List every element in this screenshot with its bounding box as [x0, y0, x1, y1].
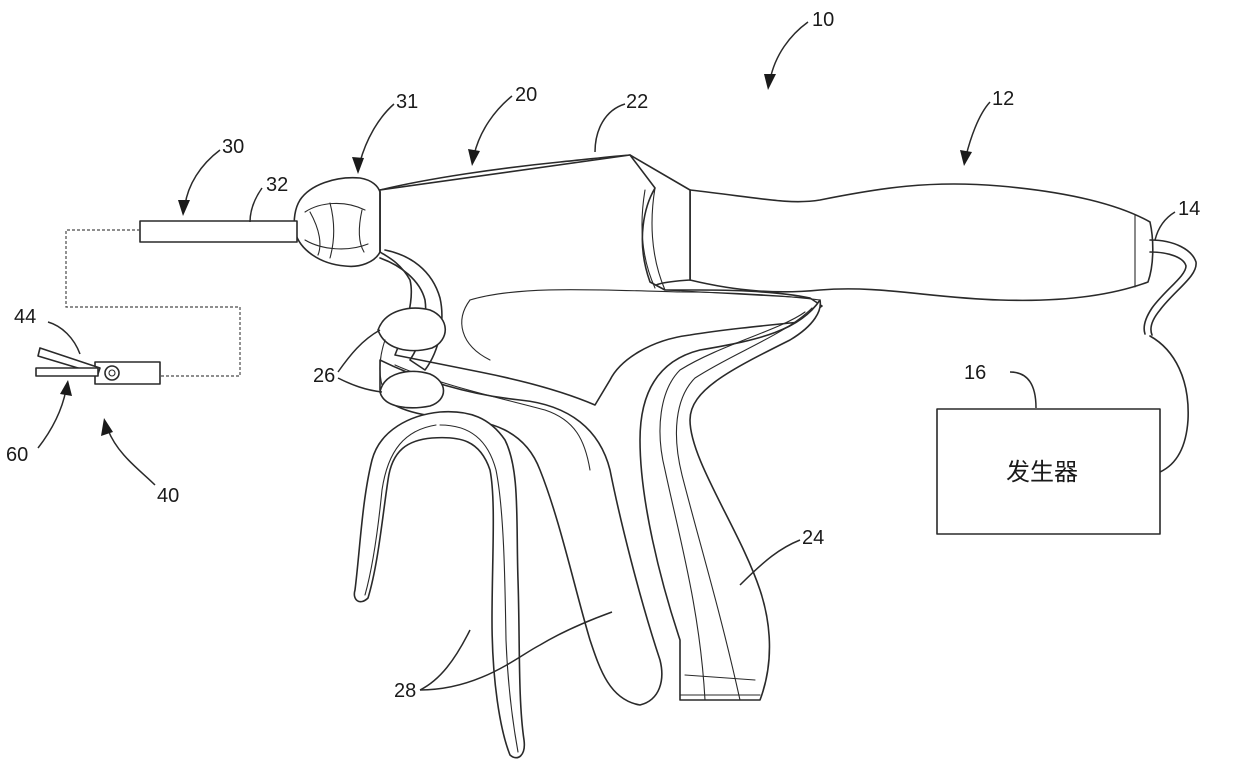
ref-label-44: 44 [14, 306, 36, 328]
ref-label-26: 26 [313, 365, 335, 387]
handpiece-12 [690, 184, 1153, 300]
ref-label-22: 22 [626, 91, 648, 113]
ref-label-31: 31 [396, 91, 418, 113]
generator-16: 发生器 [937, 409, 1160, 534]
ref-label-30: 30 [222, 136, 244, 158]
ref-label-28: 28 [394, 680, 416, 702]
ref-label-24: 24 [802, 527, 824, 549]
ref-label-60: 60 [6, 444, 28, 466]
ref-label-40: 40 [157, 485, 179, 507]
ref-label-12: 12 [992, 88, 1014, 110]
ref-label-14: 14 [1178, 198, 1200, 220]
fixed-handle-24 [640, 300, 820, 700]
ref-label-16: 16 [964, 362, 986, 384]
ref-label-32: 32 [266, 174, 288, 196]
ref-label-10: 10 [812, 9, 834, 31]
ref-label-20: 20 [515, 84, 537, 106]
dashed-connection [66, 230, 240, 376]
nosepiece-31 [294, 178, 380, 267]
generator-label: 发生器 [1006, 458, 1078, 486]
shaft-32 [140, 221, 297, 242]
end-effector-40 [36, 348, 160, 384]
